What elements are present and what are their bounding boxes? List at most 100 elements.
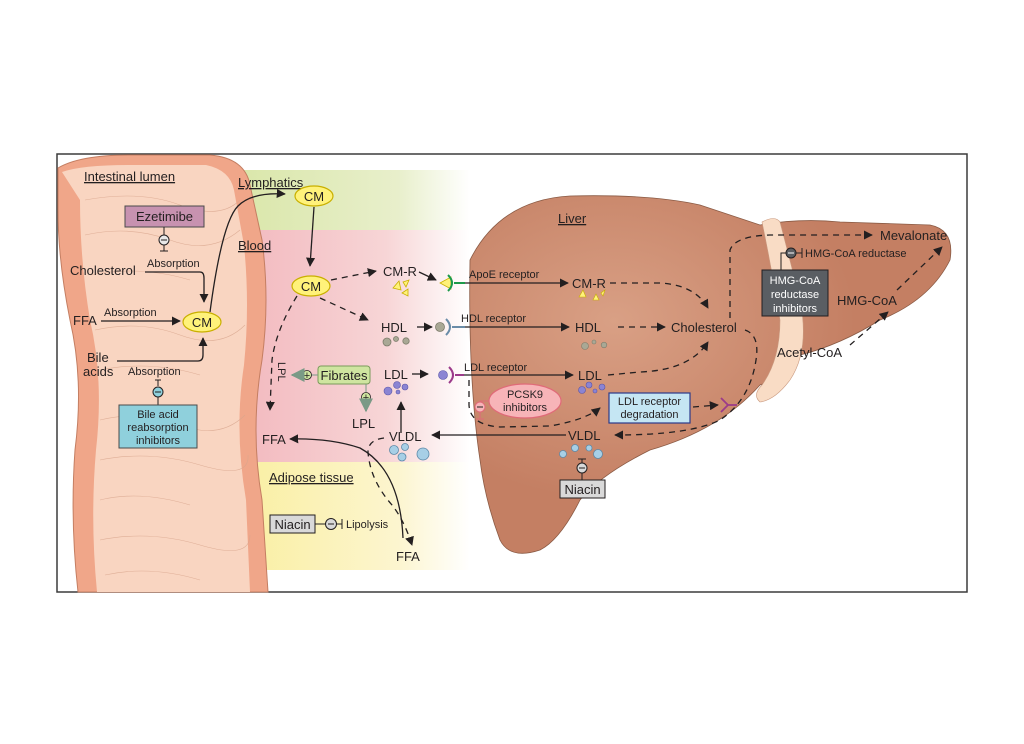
adipose-lipolysis: Lipolysis <box>346 519 389 531</box>
blood-cm-r: CM-R <box>383 264 417 279</box>
liver-ldl: LDL <box>578 368 602 383</box>
liver-cm-r: CM-R <box>572 276 606 291</box>
blood-region <box>230 230 470 462</box>
ldl-bound-particle <box>438 370 448 380</box>
svg-text:PCSK9: PCSK9 <box>507 389 543 401</box>
cmr-to-apoe-arrow <box>418 271 437 281</box>
intestine-bile-acids-2: acids <box>83 364 114 379</box>
blood-ffa: FFA <box>262 432 286 447</box>
label-intestinal-lumen: Intestinal lumen <box>84 169 175 184</box>
svg-text:inhibitors: inhibitors <box>503 402 548 414</box>
blood-lpl-vertical: LPL <box>275 362 287 382</box>
cm-to-ffa-dashed-arrow <box>265 295 298 411</box>
hmg-coa-reductase-inhibition-icon <box>780 247 803 270</box>
hdl-bound-particle <box>435 322 445 332</box>
degradation-to-receptor-arrow <box>692 401 719 411</box>
blood-cm-node: CM <box>291 275 331 297</box>
fibrates-plus-icon-down: + <box>359 384 373 413</box>
svg-text:Bile acid: Bile acid <box>137 409 179 421</box>
vldl-to-adipose-dashed-arrow <box>367 437 414 546</box>
liver-niacin-box: Niacin <box>559 479 606 499</box>
svg-text:CM: CM <box>192 315 212 330</box>
liver-ldl-particles <box>578 381 606 394</box>
svg-text:degradation: degradation <box>620 409 678 421</box>
intestine-absorption-3: Absorption <box>128 366 181 378</box>
cm-to-lymph-arrow <box>209 188 286 313</box>
ldl-receptor-degradation-box: LDL receptor degradation <box>608 392 691 424</box>
liver-apoe-receptor: ApoE receptor <box>469 269 540 281</box>
lymphatics-region <box>230 170 470 230</box>
cmr-to-cholesterol-arrow <box>610 282 709 309</box>
blood-lpl: LPL <box>352 416 375 431</box>
liver-acetyl-coa: Acetyl-CoA <box>777 345 842 360</box>
svg-text:+: + <box>363 392 369 404</box>
blood-vldl: VLDL <box>389 429 422 444</box>
liver-mevalonate: Mevalonate <box>880 228 947 243</box>
degraded-ldl-receptor-icon <box>720 397 737 413</box>
svg-text:reabsorption: reabsorption <box>127 422 188 434</box>
liver-ldl-receptor: LDL receptor <box>464 362 528 374</box>
lymph-to-blood-arrow <box>306 206 316 267</box>
cholesterol-to-vldl-dashed-arrow <box>614 329 758 440</box>
pcsk9-inhibitors-ellipse: PCSK9 inhibitors <box>488 383 562 419</box>
apoe-receptor-icon <box>447 274 465 292</box>
svg-text:HMG-CoA: HMG-CoA <box>770 275 821 287</box>
svg-text:reductase: reductase <box>771 289 819 301</box>
label-adipose-tissue: Adipose tissue <box>269 470 354 485</box>
bile-acid-reabsorption-inhibitors-box: Bile acid reabsorption inhibitors <box>118 404 198 449</box>
liver-hmg-coa-reductase: HMG-CoA reductase <box>805 248 906 260</box>
lymph-cm-node: CM <box>294 185 334 207</box>
ldl-receptor-icon <box>448 366 464 384</box>
blood-hdl: HDL <box>381 320 407 335</box>
blood-ldl: LDL <box>384 367 408 382</box>
ldlr-internalization-dashed-path <box>468 380 601 428</box>
liver-hdl-receptor: HDL receptor <box>461 313 526 325</box>
hmg-coa-reductase-inhibitors-box: HMG-CoA reductase inhibitors <box>761 269 829 317</box>
intestine-cholesterol: Cholesterol <box>70 263 136 278</box>
liver-cm-remnant-particles <box>578 289 606 301</box>
intestine-absorption-1: Absorption <box>147 258 200 270</box>
ldl-particles <box>383 381 409 396</box>
label-liver: Liver <box>558 211 587 226</box>
adipose-niacin-box: Niacin <box>269 514 316 534</box>
svg-text:inhibitors: inhibitors <box>136 435 181 447</box>
liver-hdl: HDL <box>575 320 601 335</box>
cholesterol-absorption-arrow <box>145 271 209 303</box>
intestine-cm-node: CM <box>182 311 222 333</box>
svg-text:+: + <box>304 370 310 382</box>
intestine-ffa: FFA <box>73 313 97 328</box>
svg-text:LDL receptor: LDL receptor <box>618 396 682 408</box>
label-blood: Blood <box>238 238 271 253</box>
liver-niacin-inhibition-icon <box>576 458 588 480</box>
acetyl-to-hmg-dashed-arrow <box>849 311 889 346</box>
svg-text:Fibrates: Fibrates <box>321 368 368 383</box>
adipose-ffa-to-blood-arrow <box>289 434 404 539</box>
adipose-ffa: FFA <box>396 549 420 564</box>
liver-vldl: VLDL <box>568 428 601 443</box>
ezetimibe-inhibition-icon <box>158 227 170 252</box>
ldl-to-cholesterol-arrow <box>607 341 709 376</box>
liver-cholesterol: Cholesterol <box>671 320 737 335</box>
cm-remnant-particles <box>392 279 410 297</box>
liver-vldl-particles <box>559 444 603 459</box>
svg-text:CM: CM <box>304 189 324 204</box>
fibrates-plus-icon-left: + <box>290 368 318 382</box>
cholesterol-to-mevalonate-dashed-path <box>729 230 873 318</box>
bile-acids-absorption-arrow <box>117 337 208 362</box>
svg-text:Ezetimibe: Ezetimibe <box>136 209 193 224</box>
fibrates-box: Fibrates <box>317 365 371 385</box>
svg-text:Niacin: Niacin <box>274 517 310 532</box>
bile-inhibition-icon <box>152 379 164 405</box>
label-lymphatics: Lymphatics <box>238 175 304 190</box>
svg-text:Niacin: Niacin <box>564 482 600 497</box>
hdl-receptor-icon <box>445 318 465 336</box>
intestine-absorption-2: Absorption <box>104 307 157 319</box>
svg-text:CM: CM <box>301 279 321 294</box>
cm-to-cmr-arrow <box>330 268 377 281</box>
vldl-particles <box>389 443 430 462</box>
intestine-bile-acids-1: Bile <box>87 350 109 365</box>
lipolysis-inhibition-icon <box>315 518 343 530</box>
hdl-particles <box>382 336 410 347</box>
cm-to-hdl-arrow <box>319 297 369 321</box>
pcsk9-inhibition-icon <box>474 400 489 420</box>
